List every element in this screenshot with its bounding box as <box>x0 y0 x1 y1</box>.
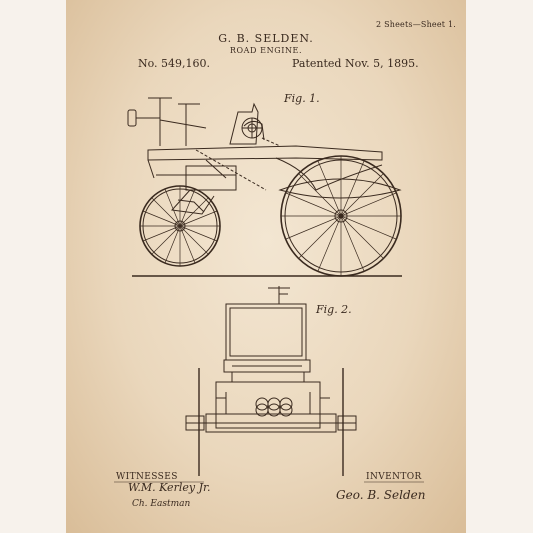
patent-title: ROAD ENGINE. <box>229 46 303 55</box>
front-view-assembly <box>185 286 357 476</box>
carriage-body <box>127 97 402 215</box>
inventor-label: INVENTOR <box>366 472 422 482</box>
front-wheel <box>139 185 221 267</box>
patent-sheet: 2 Sheets—Sheet 1. G. B. SELDEN. ROAD ENG… <box>66 0 466 533</box>
figure-2-label: Fig. 2. <box>316 303 352 316</box>
figure-1-label: Fig. 1. <box>284 92 320 105</box>
witness-signature-1: W.M. Kerley Jr. <box>128 481 211 494</box>
witnesses-label: WITNESSES <box>116 472 178 482</box>
witness-signature-2: Ch. Eastman <box>132 499 191 509</box>
patent-drawing <box>114 97 424 483</box>
inventor-signature: Geo. B. Selden <box>336 488 426 502</box>
patent-number: No. 549,160. <box>138 57 211 70</box>
patent-date: Patented Nov. 5, 1895. <box>292 57 419 70</box>
inventor-name-header: G. B. SELDEN. <box>218 32 314 45</box>
sheets-label: 2 Sheets—Sheet 1. <box>376 20 456 29</box>
rear-wheel <box>280 155 402 277</box>
